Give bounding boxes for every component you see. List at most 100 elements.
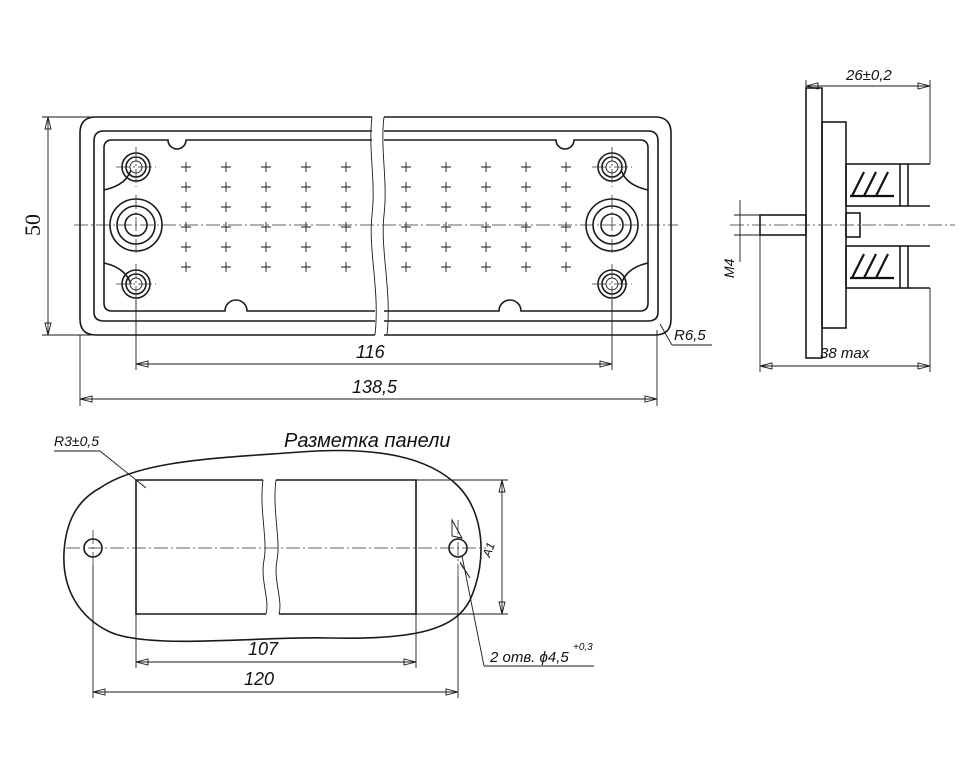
contact-pin [561, 202, 571, 212]
contact-pin [481, 262, 491, 272]
contact-pin [301, 202, 311, 212]
contact-pin [481, 202, 491, 212]
contact-pin [441, 182, 451, 192]
dim-cutout-height [416, 479, 508, 615]
front-outer-left [79, 116, 375, 336]
front-insert-right [384, 139, 649, 312]
contact-pin [521, 162, 531, 172]
contact-pin [341, 242, 351, 252]
dim-panel-holes: 2 отв. ϕ4,5 +0,3 [461, 555, 594, 667]
contact-pin [261, 162, 271, 172]
contact-pin [441, 262, 451, 272]
contact-pin [401, 222, 411, 232]
contact-pin [261, 202, 271, 212]
contact-pin [521, 182, 531, 192]
contact-pin [521, 222, 531, 232]
contact-pin [481, 162, 491, 172]
contact-pin [481, 222, 491, 232]
dim-panel-width-label: 120 [244, 669, 274, 689]
contact-pin [341, 262, 351, 272]
contact-pin [341, 162, 351, 172]
panel-marking-view: Разметка панели R3±0,5 [54, 430, 594, 698]
dim-height: 50 [20, 116, 96, 336]
contact-pin [221, 202, 231, 212]
side-contact-block-top [845, 163, 909, 207]
side-flange [805, 87, 823, 359]
dim-pin-span-label: 116 [356, 342, 386, 362]
contact-pin [521, 242, 531, 252]
contact-pin [441, 202, 451, 212]
dim-depth-max: 38 max [759, 235, 931, 372]
side-contact-block-bottom [845, 245, 909, 289]
contact-pin [401, 262, 411, 272]
contact-pin [261, 222, 271, 232]
contact-pin [301, 242, 311, 252]
section-mark: A1 [451, 518, 498, 579]
contact-pin [261, 262, 271, 272]
dim-height-label: 50 [20, 214, 45, 236]
contact-pin [221, 242, 231, 252]
contact-pin [221, 222, 231, 232]
contact-pin [481, 182, 491, 192]
dim-flange-depth-label: 26±0,2 [845, 67, 892, 84]
front-insert-left [103, 139, 375, 312]
contact-pin [221, 262, 231, 272]
contact-pin [521, 202, 531, 212]
dim-panel-holes-tol: +0,3 [573, 642, 593, 653]
contact-pin [441, 162, 451, 172]
side-spring-top [850, 171, 894, 198]
panel-outline [63, 449, 482, 643]
contact-pin [341, 202, 351, 212]
contact-pin [341, 182, 351, 192]
contact-pin [481, 242, 491, 252]
contact-pin [301, 162, 311, 172]
dim-depth-max-label: 38 max [820, 345, 870, 362]
front-break-line-2 [382, 116, 389, 336]
dim-flange-depth: 26±0,2 [805, 67, 931, 164]
right-lobe [620, 169, 649, 285]
dim-pin-span: 116 [135, 300, 613, 370]
contact-pin [561, 242, 571, 252]
contact-pin [441, 222, 451, 232]
contact-pin [181, 242, 191, 252]
contact-pin [181, 262, 191, 272]
contact-pin [221, 162, 231, 172]
dim-panel-holes-label: 2 отв. ϕ4,5 [489, 649, 569, 666]
panel-cutout-right [276, 479, 417, 615]
contact-pin [261, 182, 271, 192]
front-view: 50 116 138,5 R6,5 [20, 116, 712, 406]
section-mark-label: A1 [479, 540, 498, 560]
dim-corner-radius-label: R6,5 [674, 327, 706, 344]
dim-overall-width-label: 138,5 [352, 377, 398, 397]
contact-pin [521, 262, 531, 272]
front-outer-right [384, 116, 672, 336]
dim-corner-radius: R6,5 [659, 323, 712, 346]
front-break-line-1 [370, 116, 377, 336]
contact-pin [341, 222, 351, 232]
side-view: 26±0,2 M4 38 max [721, 67, 955, 372]
contact-pin [561, 182, 571, 192]
panel-marking-title: Разметка панели [284, 430, 450, 452]
contact-pin [401, 162, 411, 172]
dim-overall-width: 138,5 [79, 330, 658, 406]
contact-pin [261, 242, 271, 252]
contact-pin [401, 202, 411, 212]
contact-pin [301, 262, 311, 272]
dim-panel-corner: R3±0,5 [54, 433, 147, 489]
contact-pin [441, 242, 451, 252]
front-frame-right [384, 130, 659, 322]
dim-thread-label: M4 [721, 258, 737, 278]
contact-grid [181, 162, 571, 272]
contact-pin [181, 182, 191, 192]
contact-pin [181, 202, 191, 212]
front-frame-left [93, 130, 375, 322]
contact-pin [181, 222, 191, 232]
contact-pin [561, 222, 571, 232]
contact-pin [181, 162, 191, 172]
dim-panel-corner-label: R3±0,5 [54, 433, 99, 449]
panel-cutout-left [135, 479, 266, 615]
contact-pin [561, 262, 571, 272]
dim-panel-width: 120 [92, 566, 459, 698]
dim-thread: M4 [721, 200, 760, 278]
